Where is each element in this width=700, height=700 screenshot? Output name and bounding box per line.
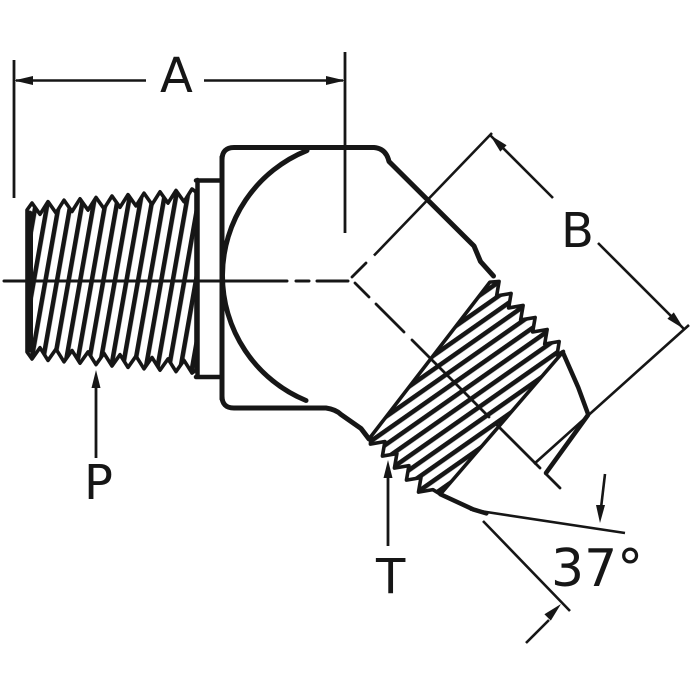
angle-annotation: 37° [469, 473, 643, 644]
angled-centerline [350, 261, 562, 490]
dim-b-label: B [561, 203, 594, 259]
angle-arrow-up [544, 604, 561, 621]
axis-reference-line [482, 520, 571, 612]
angle-arrow-up-tail [525, 619, 550, 644]
p-leader-arrow [91, 370, 101, 388]
t-leader-arrow [383, 460, 393, 478]
flare-tip-face [543, 412, 591, 476]
angle-label: 37° [551, 539, 643, 599]
t-label: T [375, 549, 406, 605]
body-bottom-and-lower-hex [219, 393, 372, 442]
callout-p: P [84, 370, 113, 511]
dimension-a: A [12, 48, 347, 233]
angle-arrow-down [596, 505, 605, 523]
flare-face-extension-line [469, 508, 626, 535]
dim-b-arrow-top [490, 135, 507, 152]
ball-arc [219, 148, 310, 403]
shoulder-ring [193, 177, 225, 380]
dim-b-arrow-bottom [667, 312, 684, 329]
dim-a-arrow-left [14, 76, 33, 85]
dim-a-arrow-right [326, 76, 345, 85]
dim-a-extension-lines [12, 52, 347, 233]
angle-arrow-down-tail [599, 473, 607, 509]
p-label: P [84, 455, 113, 511]
dim-b-extension-lines [373, 132, 690, 465]
callout-t: T [375, 460, 406, 605]
dimension-b: B [373, 132, 690, 465]
fitting-body [25, 145, 591, 516]
centerlines [2, 261, 562, 490]
body-top-and-upper-hex [219, 145, 496, 279]
flare-nose-upper [560, 349, 591, 417]
dim-a-label: A [160, 48, 193, 104]
